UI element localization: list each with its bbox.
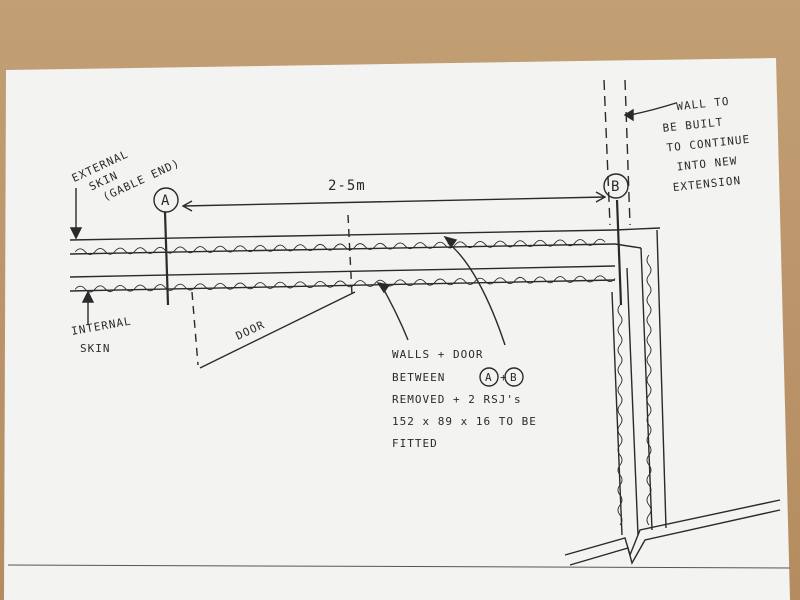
wall-note-arrow <box>623 102 677 122</box>
paper-sheet <box>4 58 790 600</box>
line-b <box>615 199 623 306</box>
point-a-label: A <box>161 193 170 209</box>
svg-text:SKIN: SKIN <box>80 342 111 355</box>
note-arrow-upper <box>443 235 506 346</box>
svg-text:REMOVED + 2 RSJ's: REMOVED + 2 RSJ's <box>392 393 522 406</box>
line-a <box>163 211 170 306</box>
external-skin-arrow <box>69 188 83 240</box>
svg-text:WALL TO: WALL TO <box>676 95 730 114</box>
svg-text:INTO NEW: INTO NEW <box>676 154 738 173</box>
note-circle-b <box>504 367 524 387</box>
svg-text:FITTED: FITTED <box>392 437 438 450</box>
svg-text:+: + <box>500 371 508 384</box>
svg-text:A: A <box>485 371 493 384</box>
note-arrow-lower <box>376 282 409 341</box>
point-b-label: B <box>611 179 620 195</box>
door-swing-line <box>199 291 356 369</box>
dashed-line-b2 <box>624 79 631 226</box>
external-skin-wall <box>69 229 616 256</box>
svg-text:152 x 89 x 16 TO BE: 152 x 89 x 16 TO BE <box>392 415 537 428</box>
internal-skin-wall <box>69 265 616 293</box>
circle-b <box>603 173 629 199</box>
dimension-label: 2-5m <box>328 178 366 194</box>
internal-skin-arrow <box>81 290 95 325</box>
circle-a <box>153 187 179 213</box>
svg-text:WALLS + DOOR: WALLS + DOOR <box>392 348 483 361</box>
ground-break-lines <box>564 499 781 566</box>
dashed-line-b <box>603 79 611 226</box>
svg-text:B: B <box>510 371 518 384</box>
dimension-line <box>181 191 607 212</box>
vertical-wall <box>611 227 667 536</box>
main-note-label: WALLS + DOOR BETWEEN A + B REMOVED + 2 R… <box>392 348 537 450</box>
svg-text:BETWEEN: BETWEEN <box>392 371 445 384</box>
paper-fold <box>7 564 791 569</box>
note-circle-a <box>479 367 499 387</box>
svg-text:BE BUILT: BE BUILT <box>662 116 724 135</box>
dashed-line-door <box>191 291 199 366</box>
